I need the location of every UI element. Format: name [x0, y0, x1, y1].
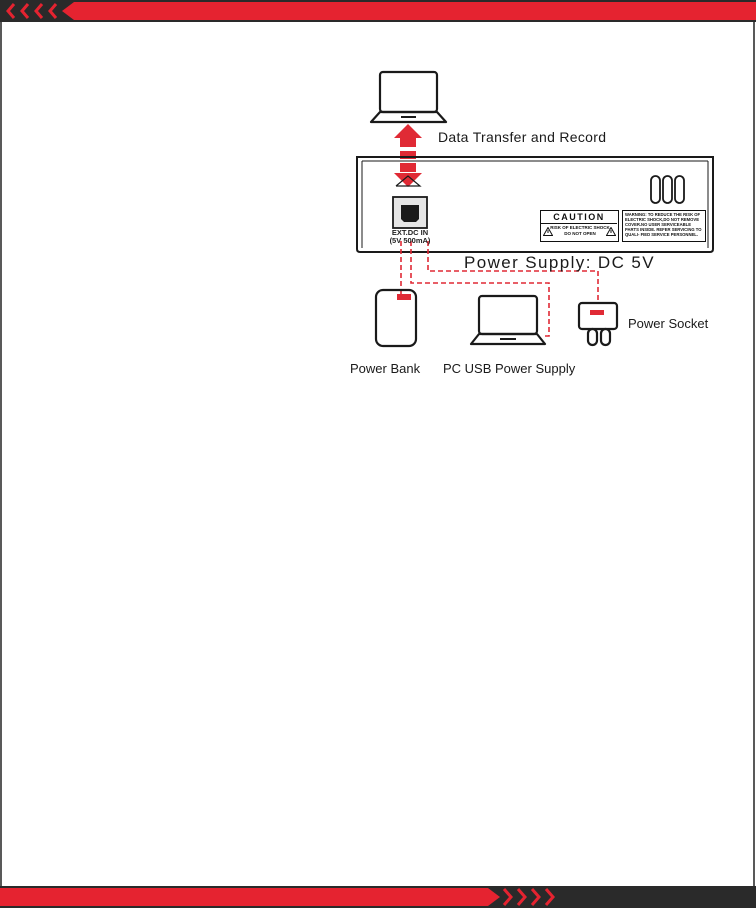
double-arrow-icon — [394, 124, 422, 187]
caution-title: CAUTION — [541, 211, 617, 224]
port-label-line2: (5V 500mA) — [389, 236, 431, 245]
device-panel — [356, 156, 714, 253]
warning-triangle-icon — [543, 227, 553, 236]
port-label: EXT.DC IN (5V 500mA) — [381, 229, 439, 245]
power-cables — [400, 241, 599, 337]
warning-text: TO REDUCE THE RISK OF ELECTRIC SHOCK,DO … — [625, 212, 702, 237]
power-supply-label: Power Supply: DC 5V — [464, 253, 656, 272]
warning-triangle-icon — [606, 227, 616, 236]
top-banner — [0, 0, 756, 22]
caution-line2: DO NOT OPEN — [564, 231, 596, 236]
power-bank-icon — [374, 288, 418, 348]
pc-usb-label: PC USB Power Supply — [443, 361, 576, 376]
data-transfer-label: Data Transfer and Record — [438, 129, 607, 145]
caution-line1: RISK OF ELECTRIC SHOCK — [550, 225, 610, 230]
laptop-icon — [469, 294, 547, 346]
usb-port-icon — [392, 196, 428, 229]
power-socket-label: Power Socket — [628, 316, 709, 331]
laptop-icon — [369, 70, 448, 124]
power-bank-label: Power Bank — [350, 361, 421, 376]
vent-slots — [650, 175, 685, 204]
caution-box: CAUTION RISK OF ELECTRIC SHOCK DO NOT OP… — [540, 210, 619, 242]
caution-label: CAUTION RISK OF ELECTRIC SHOCK DO NOT OP… — [540, 210, 706, 242]
bottom-banner — [0, 886, 756, 908]
warning-box: WARNING: TO REDUCE THE RISK OF ELECTRIC … — [622, 210, 706, 242]
port-label-line1: EXT.DC IN — [391, 228, 429, 237]
warning-head: WARNING: — [625, 212, 647, 217]
wall-plug-icon — [577, 301, 619, 347]
caution-subtext: RISK OF ELECTRIC SHOCK DO NOT OPEN — [545, 225, 615, 237]
